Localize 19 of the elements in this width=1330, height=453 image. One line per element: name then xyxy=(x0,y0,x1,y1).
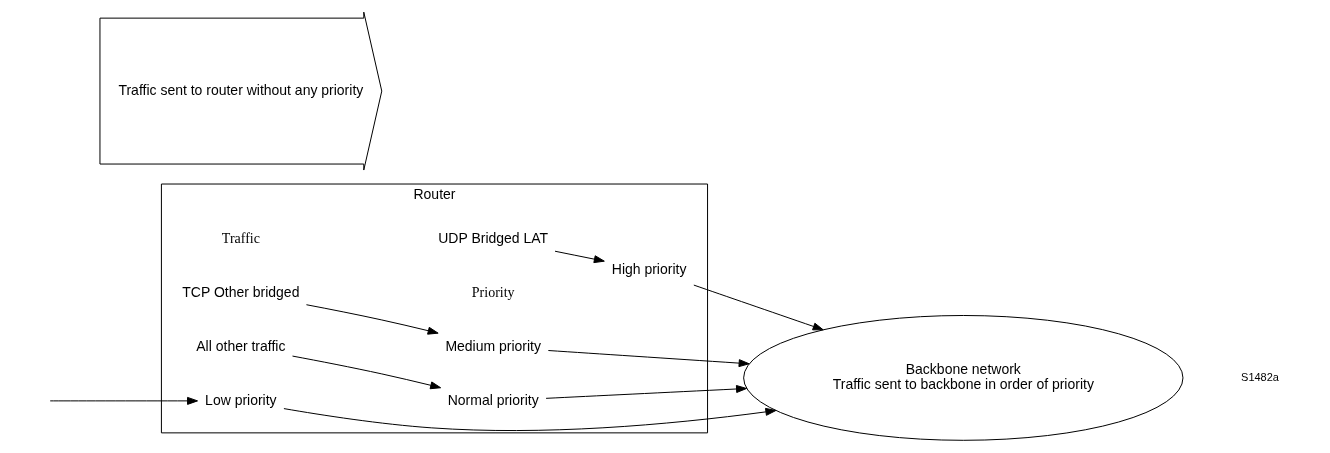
arrow xyxy=(292,355,442,390)
arrow xyxy=(283,407,777,432)
label: S1482a xyxy=(1241,370,1279,383)
arrow xyxy=(554,250,605,264)
node-text: Medium priority xyxy=(445,337,541,354)
node-text: All other traffic xyxy=(196,337,286,354)
node-ellipse: Backbone network Traffic sent to backbone in order of priority xyxy=(743,315,1184,441)
node-text: Normal priority xyxy=(447,391,539,408)
arrow xyxy=(49,396,199,405)
arrow xyxy=(545,385,748,399)
arrow xyxy=(305,304,439,335)
arrow xyxy=(693,284,824,331)
arrow xyxy=(547,350,750,368)
label: Priority xyxy=(471,284,515,300)
node-text: UDP Bridged LAT xyxy=(438,229,549,246)
label: Traffic xyxy=(221,230,260,246)
node-text: TCP Other bridged xyxy=(182,283,300,300)
node-text: High priority xyxy=(611,260,687,277)
node-text: Low priority xyxy=(205,391,277,408)
